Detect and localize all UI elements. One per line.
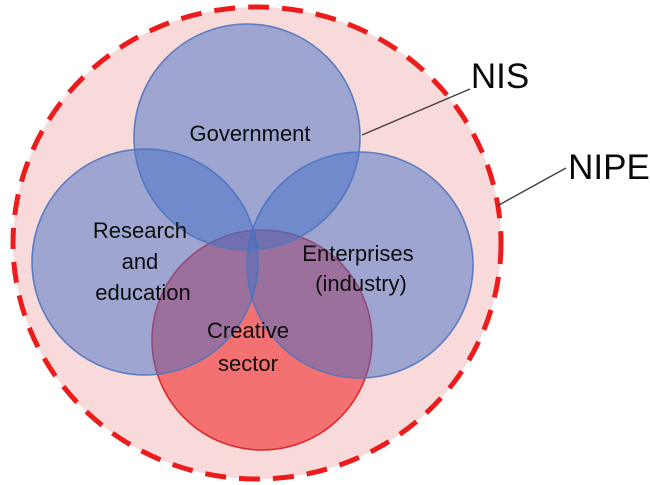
creative-sector-label-line2: sector	[218, 351, 278, 376]
nipe-pointer-line	[496, 167, 567, 207]
government-circle	[133, 23, 361, 251]
enterprises-label-line1: Enterprises	[302, 241, 413, 266]
enterprises-label: Enterprises (industry)	[302, 241, 419, 296]
nipe-label: NIPE	[568, 148, 650, 187]
research-education-label: Research and education	[93, 218, 193, 305]
government-label: Government	[189, 121, 310, 146]
research-label-line2: and	[122, 249, 159, 274]
research-label-line1: Research	[93, 218, 187, 243]
nis-pointer-line	[361, 88, 471, 136]
enterprises-label-line2: (industry)	[315, 271, 407, 296]
research-label-line3: education	[95, 280, 190, 305]
creative-sector-label-line1: Creative	[207, 318, 289, 343]
nis-label: NIS	[471, 57, 529, 96]
